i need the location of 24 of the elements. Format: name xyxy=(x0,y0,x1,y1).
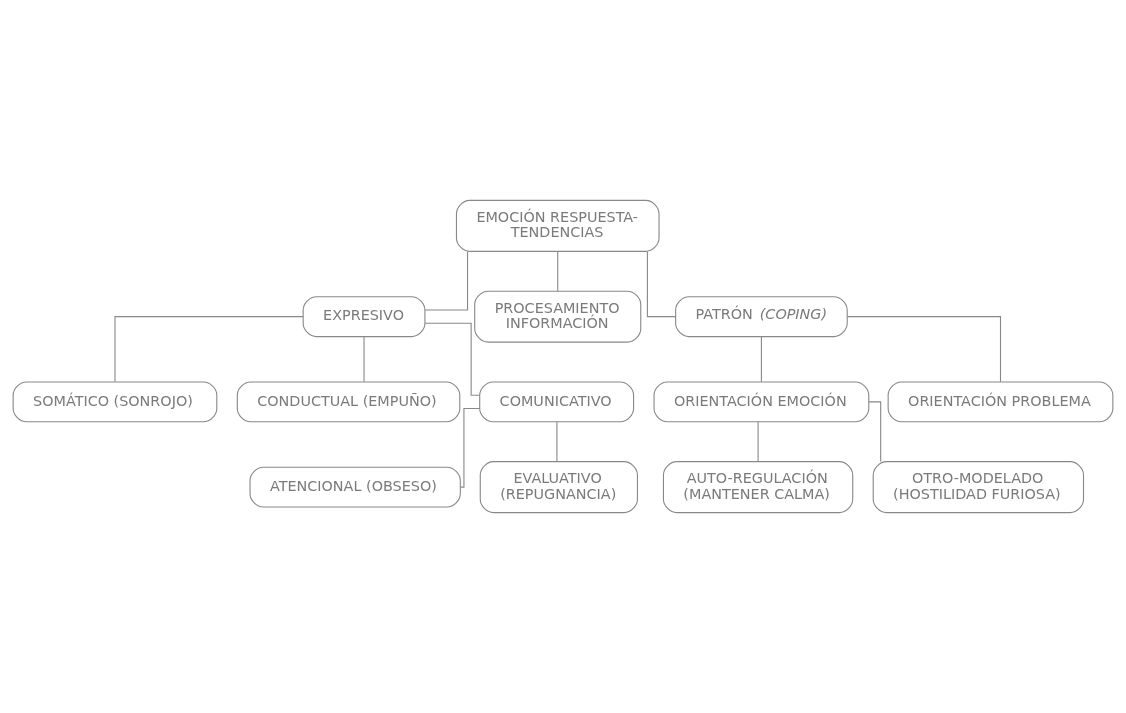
node-box: COMUNICATIVO xyxy=(479,381,635,423)
node-box: EMOCIÓN RESPUESTA-TENDENCIAS xyxy=(455,199,660,252)
node-box: PROCESAMIENTO INFORMACIÓN xyxy=(474,290,642,343)
connector xyxy=(556,421,558,463)
node-box: EVALUATIVO (REPUGNANCIA) xyxy=(479,461,638,514)
node-box: PATRÓN (COPING) xyxy=(675,296,848,338)
node-box: SOMÁTICO (SONROJO) xyxy=(12,381,218,423)
node-box: OTRO-MODELADO (HOSTILIDAD FURIOSA) xyxy=(872,461,1085,514)
node-box: ATENCIONAL (OBSESO) xyxy=(249,466,461,508)
connector xyxy=(760,336,762,383)
connector xyxy=(424,251,469,311)
connector xyxy=(646,251,677,318)
node-box: EXPRESIVO xyxy=(302,296,426,338)
node-box: ORIENTACIÓN EMOCIÓN xyxy=(653,381,870,423)
connector xyxy=(557,251,559,292)
node-box: CONDUCTUAL (EMPUÑO) xyxy=(236,381,461,423)
connector xyxy=(424,322,481,396)
connector xyxy=(460,407,481,488)
connector xyxy=(114,316,304,383)
node-box: ORIENTACIÓN PROBLEMA xyxy=(887,381,1114,423)
node-box: AUTO-REGULACIÓN (MANTENER CALMA) xyxy=(662,461,854,514)
connector xyxy=(757,421,759,463)
connector xyxy=(363,336,365,383)
connector xyxy=(846,316,1002,383)
